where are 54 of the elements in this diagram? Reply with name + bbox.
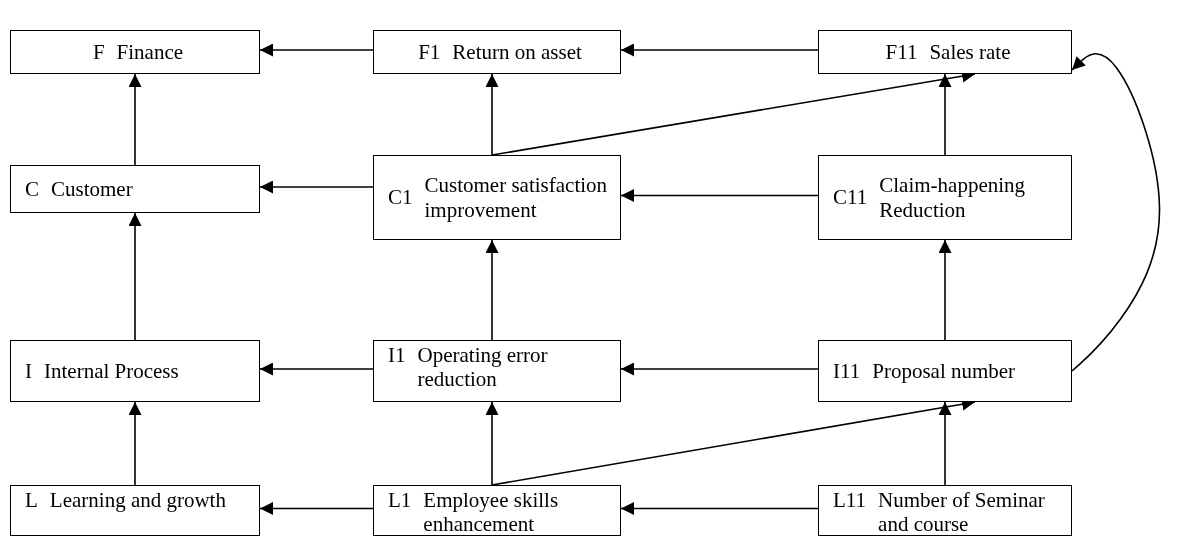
node-label: Claim-happening Reduction — [879, 173, 1027, 222]
node-label: Learning and growth — [49, 488, 226, 513]
node-label: Internal Process — [44, 358, 179, 384]
node-code: F — [92, 39, 105, 65]
node-label: Proposal number — [872, 358, 1016, 384]
process-box — [373, 485, 621, 536]
process-box — [818, 485, 1072, 536]
process-box — [10, 340, 260, 402]
process-box — [10, 165, 260, 213]
node-code: L11 — [833, 488, 867, 513]
node-label: Sales rate — [929, 39, 1011, 65]
process-box — [373, 155, 621, 240]
node-code: C1 — [388, 185, 413, 210]
arrow — [485, 401, 499, 486]
node-code: C11 — [833, 185, 868, 210]
process-box — [818, 30, 1072, 74]
node-label: Number of Seminar and course — [878, 488, 1046, 537]
node-code: L — [25, 488, 38, 513]
arrow — [620, 362, 819, 376]
node-label: Customer — [51, 176, 133, 202]
arrow — [485, 239, 499, 341]
node-label: Finance — [116, 39, 184, 65]
arrow — [938, 401, 952, 486]
arrow — [1071, 53, 1161, 372]
process-box — [10, 485, 260, 536]
node-code: I1 — [388, 343, 406, 368]
node-label: Customer satisfaction improvement — [424, 173, 609, 222]
process-box — [373, 30, 621, 74]
arrow — [485, 73, 499, 156]
node-label: Operating error reduction — [417, 343, 549, 392]
arrow — [938, 73, 952, 156]
process-box — [818, 155, 1072, 240]
arrow — [620, 189, 819, 202]
node-code: I11 — [833, 358, 861, 384]
arrow — [259, 180, 374, 194]
arrow — [128, 401, 142, 486]
arrow — [938, 239, 952, 341]
arrow — [620, 43, 819, 57]
node-label: Return on asset — [452, 39, 582, 65]
node-code: F11 — [885, 39, 918, 65]
node-code: F1 — [418, 39, 441, 65]
arrow — [128, 73, 142, 166]
arrow — [259, 502, 374, 515]
arrow — [259, 362, 374, 376]
process-box — [10, 30, 260, 74]
node-code: L1 — [388, 488, 412, 513]
process-box — [818, 340, 1072, 402]
node-code: I — [25, 358, 32, 384]
node-code: C — [25, 176, 39, 202]
node-label: Employee skills enhancement — [423, 488, 560, 537]
arrow — [128, 212, 142, 341]
process-box — [373, 340, 621, 402]
arrow — [620, 502, 819, 515]
arrow — [259, 43, 374, 57]
